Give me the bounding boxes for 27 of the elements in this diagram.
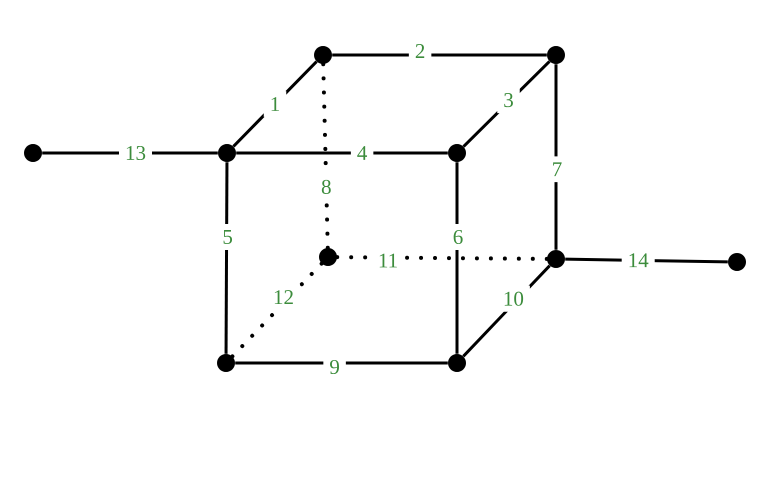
edge-label: 12 [267,284,300,310]
vertex-dot [217,354,235,372]
vertex-dot [448,354,466,372]
vertex-dot [24,144,42,162]
edge-label: 4 [350,140,374,166]
edge-label: 1 [264,91,286,117]
vertex-dot [728,253,746,271]
edge-label: 3 [497,87,520,114]
edge-label: 11 [372,248,404,274]
edge-line [332,54,547,56]
edge-line [236,152,448,154]
edge-label: 13 [119,140,152,166]
edge-label: 7 [546,156,568,182]
vertex-dot [547,250,565,268]
edge-label: 14 [622,247,655,274]
edge-label: 10 [496,286,530,312]
edge-label: 5 [216,224,239,250]
edge-label: 8 [315,174,338,200]
vertex-dot [218,144,236,162]
edge-line [235,362,448,364]
edge-label: 2 [408,38,432,64]
vertex-dot [547,46,565,64]
vertex-dot [314,46,332,64]
vertex-dot [319,248,337,266]
edge-label: 9 [323,354,346,380]
vertex-dot [448,144,466,162]
edge-label: 6 [446,224,470,250]
